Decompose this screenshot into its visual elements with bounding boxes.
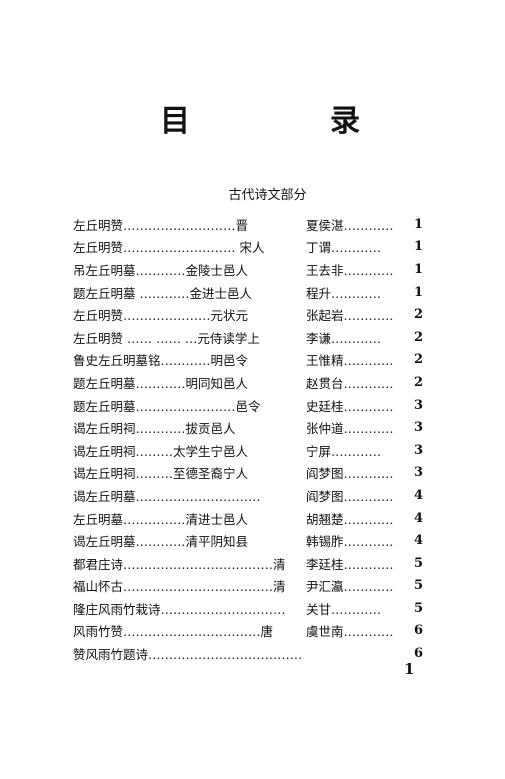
toc-page: 6 [413,646,423,662]
toc-title: 谒左丘明墓…………清平阴知县 [73,534,249,550]
toc-page: 5 [413,600,423,616]
toc-entry: 左丘明墓……………清进士邑人 胡翘楚………… 4 [73,507,423,530]
toc-title: 谒左丘明祠………太学生宁邑人 [73,443,249,459]
toc-title: 左丘明赞…………………元状元 [73,308,249,324]
toc-author: 胡翘楚………… [306,511,394,527]
toc-entry: 题左丘明墓……………………邑令 史廷桂………… 3 [73,394,423,417]
toc-entry: 谒左丘明祠………至德圣裔宁人 阎梦图………… 3 [73,462,423,485]
toc-entry: 题左丘明墓…………明同知邑人 赵贯台………… 2 [73,371,423,394]
toc-page: 5 [413,578,423,594]
toc-author: 尹汇瀛………… [306,579,394,595]
toc-author: 王去非………… [306,262,394,278]
toc-page: 3 [413,465,423,481]
toc-author: 史廷桂………… [306,398,394,414]
toc-title: 左丘明赞 …… …… …元侍读学上 [73,330,260,346]
toc-title: 题左丘明墓 …………金进士邑人 [73,285,252,301]
toc-title: 隆庄风雨竹栽诗………………………… [73,601,286,617]
toc-page: 2 [413,352,423,368]
toc-title: 都君庄诗………………………………清 [73,556,286,572]
toc-author: 程升………… [306,285,382,301]
toc-page: 1 [413,284,423,300]
toc-title: 谒左丘明墓………………………… [73,488,261,504]
toc-entry: 福山怀古………………………………清 尹汇瀛………… 5 [73,575,423,598]
title-char-2: 录 [330,104,360,139]
toc-title: 题左丘明墓…………明同知邑人 [73,375,249,391]
toc-entry: 谒左丘明祠………太学生宁邑人 宁屏………… 3 [73,439,423,462]
toc-author: 张起岩………… [306,308,394,324]
toc-title: 左丘明墓……………清进士邑人 [73,511,249,527]
toc-author: 张仲道………… [306,421,394,437]
toc-page: 1 [413,261,423,277]
toc-title: 谒左丘明祠………至德圣裔宁人 [73,466,249,482]
section-title: 古代诗文部分 [228,188,307,203]
toc-author: 虞世南………… [306,624,394,640]
toc-page: 6 [413,623,423,639]
toc-title: 福山怀古………………………………清 [73,579,286,595]
toc-entry: 题左丘明墓 …………金进士邑人 程升………… 1 [73,281,423,304]
toc-page: 3 [413,442,423,458]
toc-entry: 都君庄诗………………………………清 李廷桂………… 5 [73,552,423,575]
toc-entry: 左丘明赞……………………… 宋人 丁谓………… 1 [73,236,423,259]
title-char-1: 目 [160,104,190,139]
toc-page: 1 [413,239,423,255]
toc-entry: 隆庄风雨竹栽诗………………………… 关甘………… 5 [73,597,423,620]
toc-author: 李廷桂………… [306,556,394,572]
toc-page: 5 [413,555,423,571]
toc-entry: 谒左丘明祠…………拔贡邑人 张仲道………… 3 [73,416,423,439]
toc-title: 吊左丘明墓…………金陵士邑人 [73,262,249,278]
page-number: 1 [404,660,415,678]
toc-author: 李谦………… [306,330,382,346]
toc-title: 鲁史左丘明墓铭…………明邑令 [73,353,249,369]
page-title: 目 录 [160,96,360,139]
toc-entry: 吊左丘明墓…………金陵士邑人 王去非………… 1 [73,258,423,281]
toc-page: 4 [413,510,423,526]
toc-author: 丁谓………… [306,240,382,256]
toc-author: 宁屏………… [306,443,382,459]
toc-title: 风雨竹赞……………………………唐 [73,624,274,640]
toc-entry: 风雨竹赞……………………………唐 虞世南………… 6 [73,620,423,643]
toc-title: 左丘明赞……………………… 宋人 [73,240,265,256]
table-of-contents: 左丘明赞………………………晋 夏侯湛………… 1 左丘明赞……………………… 宋人 丁… [73,213,423,665]
toc-entry: 谒左丘明墓…………清平阴知县 韩锡胙………… 4 [73,529,423,552]
toc-title: 赞风雨竹题诗………………………………………………………… [73,647,302,663]
toc-entry: 左丘明赞 …… …… …元侍读学上 李谦………… 2 [73,326,423,349]
toc-page: 4 [413,487,423,503]
toc-author: 夏侯湛………… [306,217,394,233]
toc-entry: 赞风雨竹题诗………………………………………………………… 6 [73,642,423,665]
toc-author: 阎梦图………… [306,488,394,504]
toc-title: 题左丘明墓……………………邑令 [73,398,261,414]
toc-page: 2 [413,329,423,345]
toc-page: 2 [413,307,423,323]
toc-title: 左丘明赞………………………晋 [73,217,249,233]
toc-entry: 谒左丘明墓………………………… 阎梦图………… 4 [73,484,423,507]
toc-title: 谒左丘明祠…………拔贡邑人 [73,421,236,437]
toc-entry: 鲁史左丘明墓铭…………明邑令 王惟精………… 2 [73,349,423,372]
toc-page: 4 [413,533,423,549]
toc-author: 王惟精………… [306,353,394,369]
toc-author: 关甘………… [306,601,382,617]
toc-author: 韩锡胙………… [306,534,394,550]
toc-page: 3 [413,420,423,436]
toc-author: 阎梦图………… [306,466,394,482]
toc-entry: 左丘明赞…………………元状元 张起岩………… 2 [73,303,423,326]
toc-entry: 左丘明赞………………………晋 夏侯湛………… 1 [73,213,423,236]
toc-page: 2 [413,374,423,390]
toc-page: 1 [413,216,423,232]
toc-author: 赵贯台………… [306,375,394,391]
toc-page: 3 [413,397,423,413]
